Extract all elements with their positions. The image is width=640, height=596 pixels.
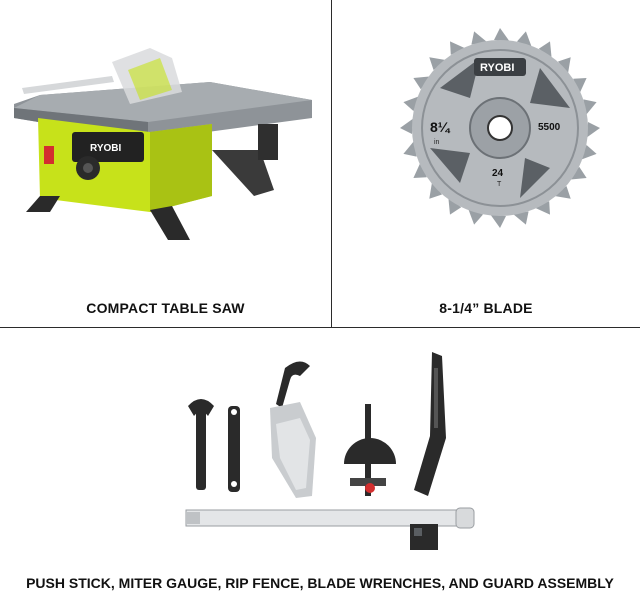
push-stick-icon [414, 352, 446, 496]
caption-accessories: PUSH STICK, MITER GAUGE, RIP FENCE, BLAD… [26, 575, 614, 591]
accessories-image [185, 352, 475, 550]
panel-blade: RYOBI 8¼ in 5500 24 T 8-1/4” BLADE [332, 0, 640, 327]
rip-fence-icon [185, 507, 475, 550]
wrench-icon [228, 406, 240, 492]
miter-gauge-icon [344, 404, 396, 496]
blade-size-unit: in [434, 139, 440, 146]
panel-accessories: PUSH STICK, MITER GAUGE, RIP FENCE, BLAD… [0, 328, 640, 596]
saw-blade-image: RYOBI 8¼ in 5500 24 T [400, 28, 600, 228]
wrench-icon [188, 399, 214, 490]
blade-teeth-label: 24 [492, 168, 504, 179]
blade-brand-label: RYOBI [480, 62, 514, 74]
panel-table-saw: RYOBI COMPACT TABLE SAW [0, 0, 331, 327]
blade-size-label: 8¼ [430, 119, 451, 135]
guard-assembly-icon [270, 361, 316, 498]
caption-blade: 8-1/4” BLADE [439, 300, 533, 316]
divider-vertical [331, 0, 332, 328]
caption-table-saw: COMPACT TABLE SAW [86, 300, 245, 316]
blade-teeth-unit: T [497, 181, 502, 188]
divider-horizontal [0, 327, 640, 328]
table-saw-image: RYOBI [14, 48, 312, 240]
blade-rpm-label: 5500 [538, 122, 561, 133]
saw-brand-label: RYOBI [90, 143, 122, 154]
